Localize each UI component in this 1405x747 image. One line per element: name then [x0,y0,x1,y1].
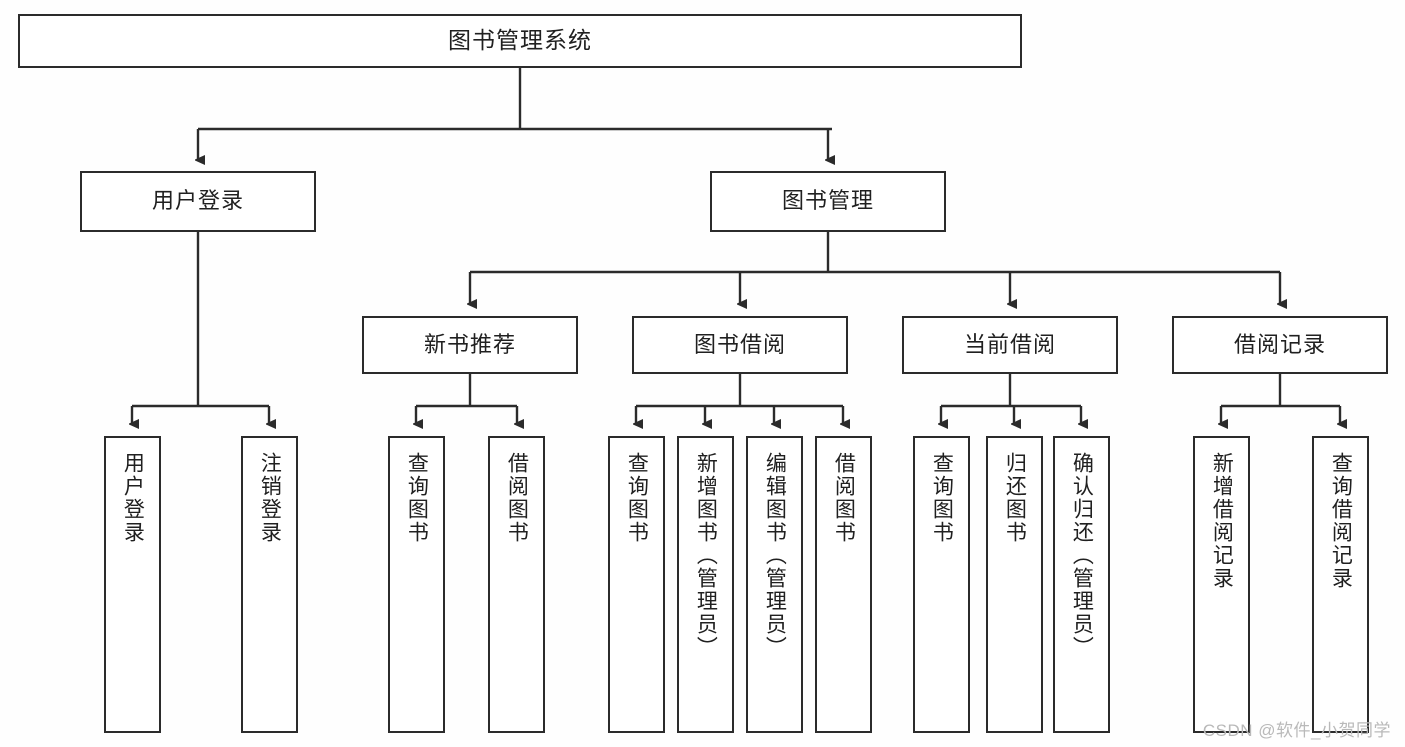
node-label: 查询图书 [930,452,954,544]
leaf-query-record[interactable]: 查询借阅记录 [1312,436,1369,733]
leaf-edit-book[interactable]: 编辑图书（管理员） [746,436,803,733]
node-label: 查询图书 [625,452,649,544]
node-label: 查询借阅记录 [1329,452,1353,590]
leaf-add-book[interactable]: 新增图书（管理员） [677,436,734,733]
leaf-borrow-book-1[interactable]: 借阅图书 [488,436,545,733]
node-new-book-recommend[interactable]: 新书推荐 [362,316,578,374]
leaf-return-book[interactable]: 归还图书 [986,436,1043,733]
node-book-manage[interactable]: 图书管理 [710,171,946,232]
node-borrow-record[interactable]: 借阅记录 [1172,316,1388,374]
node-label: 借阅图书 [832,452,856,544]
node-label: 图书借阅 [693,331,786,357]
node-label: 注销登录 [258,452,282,544]
leaf-confirm-return[interactable]: 确认归还（管理员） [1053,436,1110,733]
watermark: CSDN @软件_小贺同学 [1202,721,1391,740]
leaf-add-record[interactable]: 新增借阅记录 [1193,436,1250,733]
node-label: 新书推荐 [423,331,516,357]
node-user-login[interactable]: 用户登录 [80,171,316,232]
node-label: 借阅图书 [505,452,529,544]
leaf-query-book-3[interactable]: 查询图书 [913,436,970,733]
node-label: 图书管理 [781,188,874,214]
node-label: 确认归还（管理员） [1070,452,1094,659]
node-current-borrow[interactable]: 当前借阅 [902,316,1118,374]
leaf-query-book-1[interactable]: 查询图书 [388,436,445,733]
node-label: 查询图书 [405,452,429,544]
node-root[interactable]: 图书管理系统 [18,14,1022,68]
node-label: 用户登录 [121,452,145,544]
node-label: 新增借阅记录 [1210,452,1234,590]
node-label: 归还图书 [1003,452,1027,544]
leaf-user-logout[interactable]: 注销登录 [241,436,298,733]
leaf-query-book-2[interactable]: 查询图书 [608,436,665,733]
node-label: 编辑图书（管理员） [763,452,787,659]
leaf-user-login[interactable]: 用户登录 [104,436,161,733]
node-label: 借阅记录 [1233,331,1326,357]
node-label: 新增图书（管理员） [694,452,718,659]
node-label: 用户登录 [151,188,244,214]
node-label: 当前借阅 [963,331,1056,357]
leaf-borrow-book-2[interactable]: 借阅图书 [815,436,872,733]
node-label: 图书管理系统 [448,27,592,54]
node-book-borrow[interactable]: 图书借阅 [632,316,848,374]
